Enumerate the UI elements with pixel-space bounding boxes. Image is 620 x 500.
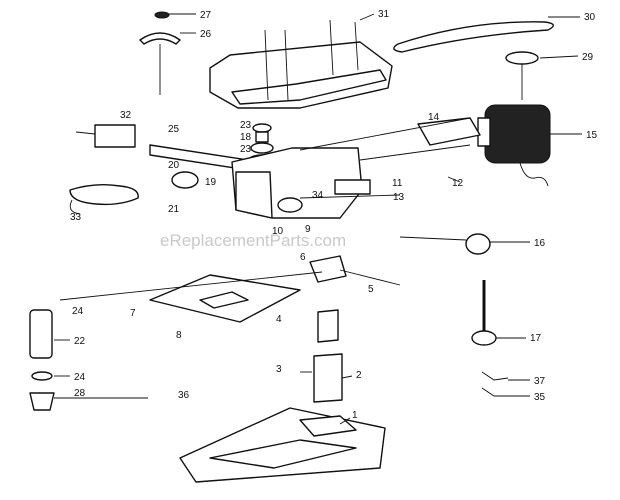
part-table-bracket — [309, 255, 401, 286]
callout-6-top: 6 — [300, 252, 306, 263]
callout-19: 19 — [205, 177, 217, 188]
callout-24: 24 — [74, 372, 86, 383]
callout-37: 37 — [534, 376, 546, 387]
part-collar — [31, 371, 53, 381]
callout-18: 18 — [240, 132, 252, 143]
callout-3: 3 — [276, 364, 282, 375]
callout-11: 11 — [392, 178, 403, 189]
callout-17: 17 — [530, 333, 542, 344]
part-motor-pulley — [505, 51, 539, 100]
callout-21: 21 — [168, 204, 180, 215]
part-belt-guard — [209, 19, 393, 109]
callout-29: 29 — [582, 52, 594, 63]
callout-2: 2 — [356, 370, 362, 381]
callout-26: 26 — [200, 29, 212, 40]
callout-31: 31 — [378, 9, 390, 20]
callout-1: 1 — [352, 410, 358, 421]
part-hex-keys — [481, 371, 509, 397]
callout-32: 32 — [120, 110, 132, 121]
callout-4: 4 — [276, 314, 282, 325]
callout-23: 23 — [240, 144, 252, 155]
part-head-casting — [231, 117, 471, 219]
callout-35: 35 — [534, 392, 546, 403]
callout-7: 7 — [130, 308, 136, 319]
callout-23-top: 23 — [240, 120, 252, 131]
callout-28: 28 — [74, 388, 86, 399]
callout-labels: 27 26 31 30 29 32 25 23 18 23 14 15 20 1… — [70, 9, 598, 421]
part-knob — [154, 11, 170, 19]
callout-9: 9 — [305, 224, 311, 235]
part-shaft-clamp — [299, 179, 401, 199]
part-chuck — [29, 392, 55, 411]
callout-24-top: 24 — [72, 306, 84, 317]
callout-13: 13 — [393, 192, 405, 203]
callout-20: 20 — [168, 160, 180, 171]
part-cap — [139, 32, 181, 95]
part-column-upper — [317, 309, 339, 343]
part-quill — [29, 309, 53, 359]
callout-15: 15 — [586, 130, 598, 141]
part-column — [313, 353, 343, 403]
callout-30: 30 — [584, 12, 596, 23]
callout-36: 36 — [178, 390, 190, 401]
watermark-text: eReplacementParts.com — [160, 231, 346, 250]
part-motor — [477, 104, 551, 187]
callout-leaders — [54, 13, 582, 425]
part-motor-bracket — [359, 117, 481, 161]
callout-8: 8 — [176, 330, 182, 341]
callout-25: 25 — [168, 124, 180, 135]
callout-14: 14 — [428, 112, 440, 123]
callout-22: 22 — [74, 336, 86, 347]
callout-5: 5 — [368, 284, 374, 295]
part-bracket-plate — [75, 124, 136, 148]
callout-34: 34 — [312, 190, 324, 201]
part-base — [179, 407, 386, 483]
callout-16: 16 — [534, 238, 546, 249]
part-feed-lever — [471, 280, 497, 346]
part-handle — [399, 233, 491, 255]
callout-10: 10 — [272, 226, 284, 237]
callout-27: 27 — [200, 10, 212, 21]
callout-12: 12 — [452, 178, 464, 189]
callout-33: 33 — [70, 212, 82, 223]
part-belt — [393, 21, 554, 53]
part-feed-hub — [171, 171, 199, 189]
part-switch-cord — [69, 183, 139, 215]
